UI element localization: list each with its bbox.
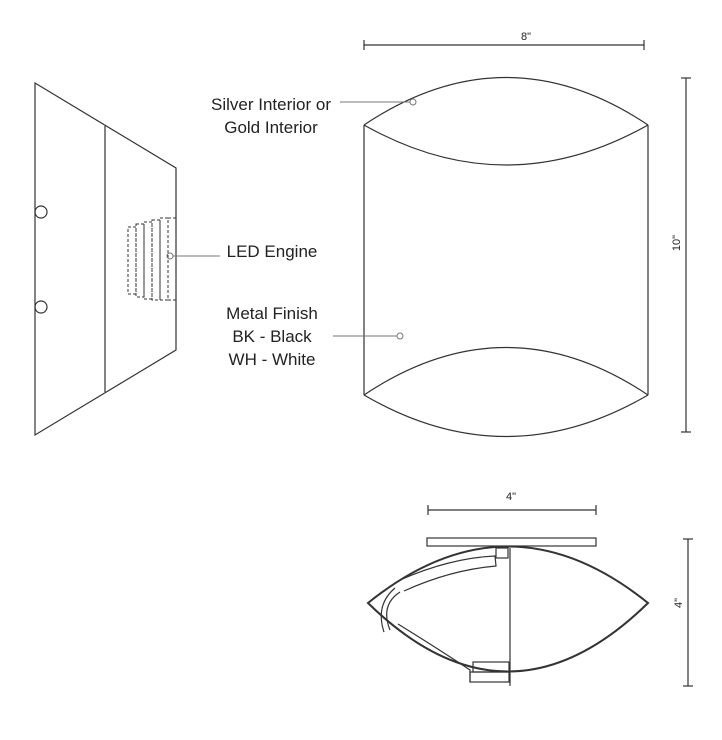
front-width-label: 8" [521,31,531,43]
mounting-hole-top [34,205,48,219]
led-engine-label: LED Engine [227,242,318,261]
interior-label-line1: Silver Interior or [211,95,331,114]
front-top-outer-arc [363,76,649,126]
top-bracket [495,547,509,559]
driver-base [469,671,510,683]
front-height-label: 10" [671,235,683,251]
front-view: 8" 10" [333,31,691,438]
front-top-inner-arc [363,124,649,166]
top-depth-label: 4" [673,598,685,608]
mounting-hole-bottom [34,300,48,314]
side-profile-outline [34,81,177,437]
top-eye-outline [366,545,650,673]
reflector-upper [399,555,497,592]
interior-label-line2: Gold Interior [224,118,318,137]
wall-plate [426,537,597,547]
interior-leader-dot [409,98,417,106]
front-bottom-inner-arc [363,346,649,396]
top-view: 4" 4" [366,491,693,687]
reflector-lower [397,623,471,682]
side-view [34,81,220,437]
led-engine-dashed [127,217,177,301]
front-bottom-outer-arc [363,394,649,438]
finish-black-label: BK - Black [232,327,312,346]
finish-white-label: WH - White [229,350,316,369]
finish-title-label: Metal Finish [226,304,318,323]
finish-leader-dot [396,332,404,340]
top-width-label: 4" [506,491,516,503]
reflector-curve [380,587,401,633]
